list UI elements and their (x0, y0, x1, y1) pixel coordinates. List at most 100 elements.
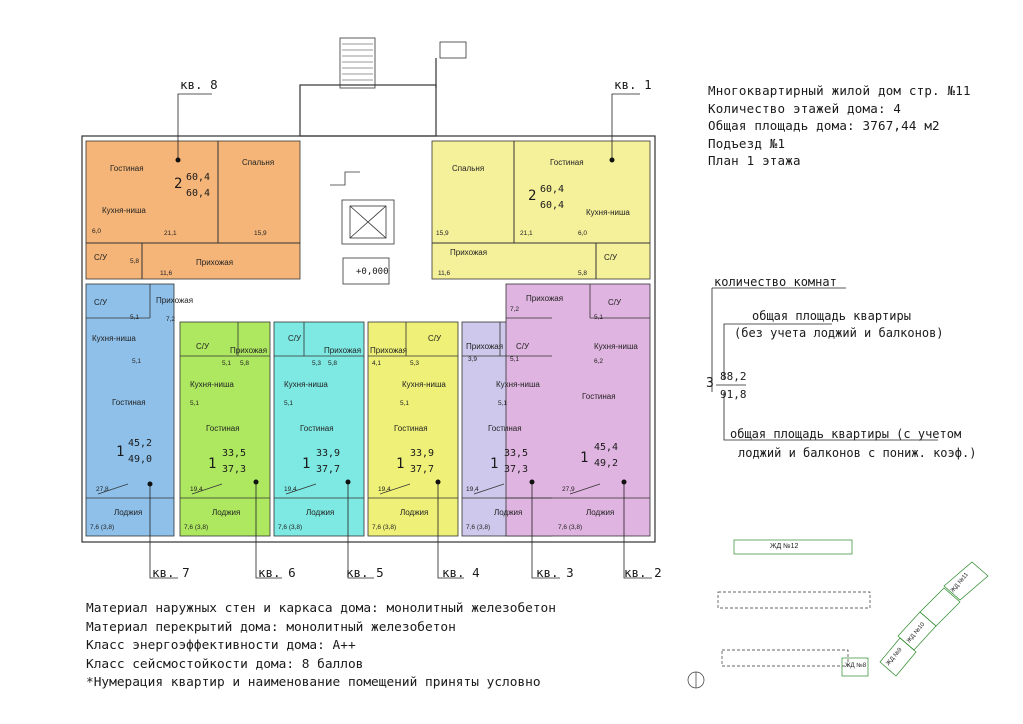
building-outline (81, 37, 656, 543)
room-kitchen-1: Кухня-ниша (586, 208, 630, 217)
rooms-6: 1 (208, 456, 217, 472)
room-kitchen-4: Кухня-ниша (402, 380, 446, 389)
area-1: 60,4 (540, 184, 565, 195)
room-hall-3: Прихожая (466, 342, 504, 351)
legend-rooms: 3 (706, 376, 714, 391)
stair-core (330, 171, 395, 285)
room-kitchen-7: Кухня-ниша (92, 334, 136, 343)
dim-8c: 15,9 (254, 230, 267, 237)
dim-2c: 6,2 (594, 358, 604, 365)
dim-1a: 15,9 (436, 230, 449, 237)
dim-3c: 5,1 (498, 400, 508, 407)
room-hall-2: Прихожая (526, 294, 564, 303)
room-bedroom-1: Спальня (452, 164, 485, 173)
apt-label-6: кв. 6 (258, 565, 296, 580)
room-living-8: Гостиная (110, 164, 144, 173)
dim-1b: 21,1 (520, 230, 533, 237)
dim-5e: 7,6 (3,8) (278, 524, 303, 531)
legend-area: 88,2 (720, 370, 747, 383)
apt-label-3: кв. 3 (536, 565, 574, 580)
label-leaders (149, 93, 652, 579)
loggia-markers (97, 483, 601, 495)
room-loggia-7: Лоджия (114, 508, 143, 517)
dim-2d: 27,9 (562, 486, 575, 493)
dim-4c: 5,1 (400, 400, 410, 407)
rooms-7: 1 (116, 444, 125, 460)
room-living-2: Гостиная (582, 392, 616, 401)
stairs-top (342, 43, 373, 81)
room-loggia-2: Лоджия (586, 508, 615, 517)
rooms-1: 2 (528, 188, 537, 204)
apt-label-8: кв. 8 (180, 77, 218, 92)
dim-5a: 5,3 (312, 360, 322, 367)
dim-1e: 5,8 (578, 270, 588, 277)
room-hall-8: Прихожая (196, 258, 234, 267)
total-1: 60,4 (540, 200, 565, 211)
room-loggia-5: Лоджия (306, 508, 335, 517)
room-living-6: Гостиная (206, 424, 240, 433)
dim-3a: 3,9 (468, 356, 478, 363)
apartment-2 (505, 283, 651, 537)
legend-rooms-caption: количество комнат (714, 275, 837, 289)
legend-area-caption-1: общая площадь квартиры (752, 309, 911, 323)
room-wc-8: С/У (94, 253, 108, 262)
dim-4d: 19,4 (378, 486, 391, 493)
room-kitchen-8: Кухня-ниша (102, 206, 146, 215)
site-plan (687, 539, 989, 689)
dim-6a: 5,1 (222, 360, 232, 367)
area-3: 33,5 (504, 448, 529, 459)
room-living-3: Гостиная (488, 424, 522, 433)
room-wc-7: С/У (94, 298, 108, 307)
rooms-8: 2 (174, 176, 183, 192)
apartment-4 (367, 321, 459, 537)
room-bedroom-8: Спальня (242, 158, 275, 167)
room-wc-5: С/У (288, 334, 302, 343)
internal-walls (86, 284, 650, 499)
area-2: 45,4 (594, 442, 619, 453)
dim-5b: 5,8 (328, 360, 338, 367)
dim-3b: 5,1 (510, 356, 520, 363)
rooms-4: 1 (396, 456, 405, 472)
area-7: 45,2 (128, 438, 153, 449)
dim-4b: 5,3 (410, 360, 420, 367)
note-energy: Класс энергоэффективности дома: А++ (86, 638, 356, 653)
site-label-8: ЖД №8 (845, 663, 867, 669)
room-living-7: Гостиная (112, 398, 146, 407)
room-hall-6: Прихожая (230, 346, 268, 355)
apt-label-7: кв. 7 (152, 565, 190, 580)
rooms-5: 1 (302, 456, 311, 472)
apartment-6 (179, 321, 271, 537)
room-loggia-6: Лоджия (212, 508, 241, 517)
rooms-2: 1 (580, 450, 589, 466)
leader-dots (147, 157, 627, 487)
dim-6b: 5,8 (240, 360, 250, 367)
total-8: 60,4 (186, 188, 211, 199)
area-5: 33,9 (316, 448, 341, 459)
info-plan: План 1 этажа (708, 153, 801, 168)
room-hall-7: Прихожая (156, 296, 194, 305)
dim-6e: 7,6 (3,8) (184, 524, 209, 531)
apt-label-4: кв. 4 (442, 565, 480, 580)
info-entrance: Подъезд №1 (708, 135, 786, 151)
note-floors: Материал перекрытий дома: монолитный жел… (86, 619, 456, 635)
dim-8e: 11,6 (160, 270, 173, 277)
dim-7e: 7,6 (3,8) (90, 524, 115, 531)
info-block: Многоквартирный жилой дом стр. №11 Колич… (708, 82, 971, 170)
room-wc-1: С/У (604, 253, 618, 262)
total-6: 37,3 (222, 464, 247, 475)
room-wc-6: С/У (196, 342, 210, 351)
room-kitchen-3: Кухня-ниша (496, 380, 540, 389)
note-numbering: *Нумерация квартир и наименование помеще… (86, 675, 541, 690)
dim-6c: 5,1 (190, 400, 200, 407)
room-hall-5: Прихожая (324, 346, 362, 355)
total-5: 37,7 (316, 464, 341, 475)
legend-area-total: 91,8 (720, 388, 747, 401)
dim-4e: 7,6 (3,8) (372, 524, 397, 531)
dim-7d: 27,8 (96, 486, 109, 493)
elevation-mark: +0,000 (356, 267, 389, 277)
total-3: 37,3 (504, 464, 529, 475)
dim-1d: 11,6 (438, 270, 451, 277)
apartment-1 (431, 140, 651, 280)
room-hall-4: Прихожая (370, 346, 408, 355)
